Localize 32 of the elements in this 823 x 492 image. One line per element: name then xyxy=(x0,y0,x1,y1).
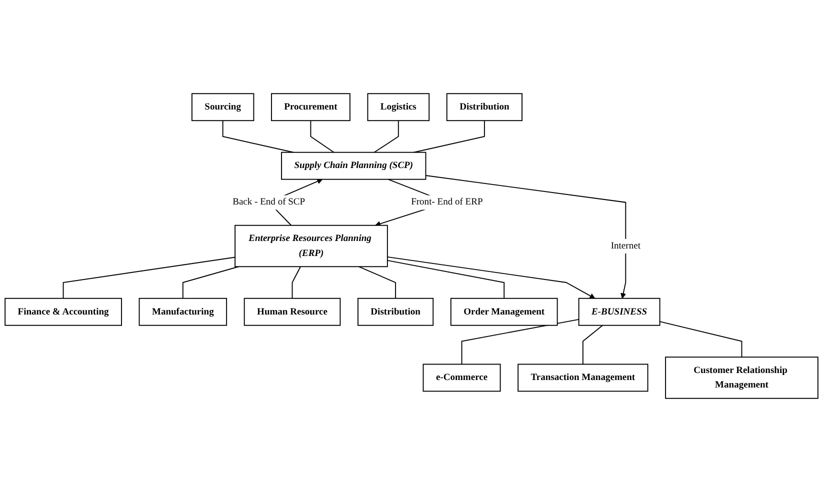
connector xyxy=(461,318,580,365)
node-box: Transaction Management xyxy=(518,364,648,392)
edge-label: Back - End of SCP xyxy=(232,197,306,208)
connector xyxy=(413,120,485,153)
node-box: Enterprise Resources Planning (ERP) xyxy=(234,224,388,268)
connector xyxy=(292,266,301,299)
node-box: Sourcing xyxy=(191,93,254,122)
arrow xyxy=(386,256,596,299)
node-box: Logistics xyxy=(367,93,430,122)
connector xyxy=(310,120,334,153)
node-box: Finance & Accounting xyxy=(4,298,122,326)
node-box: Customer Relationship Management xyxy=(665,356,818,399)
arrow xyxy=(425,175,626,299)
node-box: Supply Chain Planning (SCP) xyxy=(281,152,426,180)
connector xyxy=(386,260,505,299)
node-box: Human Resource xyxy=(244,298,341,326)
connector xyxy=(182,266,240,299)
edge-label: Front- End of ERP xyxy=(411,197,483,208)
node-box: Distribution xyxy=(446,93,522,122)
node-box: Order Management xyxy=(450,298,558,326)
node-box: E-BUSINESS xyxy=(578,298,660,326)
connector xyxy=(358,266,396,299)
connector xyxy=(659,321,742,358)
connector xyxy=(582,324,604,365)
node-box: Procurement xyxy=(271,93,350,122)
edge-label: Internet xyxy=(610,240,640,251)
node-box: e-Commerce xyxy=(422,364,501,392)
connector xyxy=(62,256,236,299)
connector xyxy=(374,120,399,153)
connector xyxy=(222,120,294,153)
node-box: Distribution xyxy=(358,298,434,326)
node-box: Manufacturing xyxy=(138,298,228,326)
